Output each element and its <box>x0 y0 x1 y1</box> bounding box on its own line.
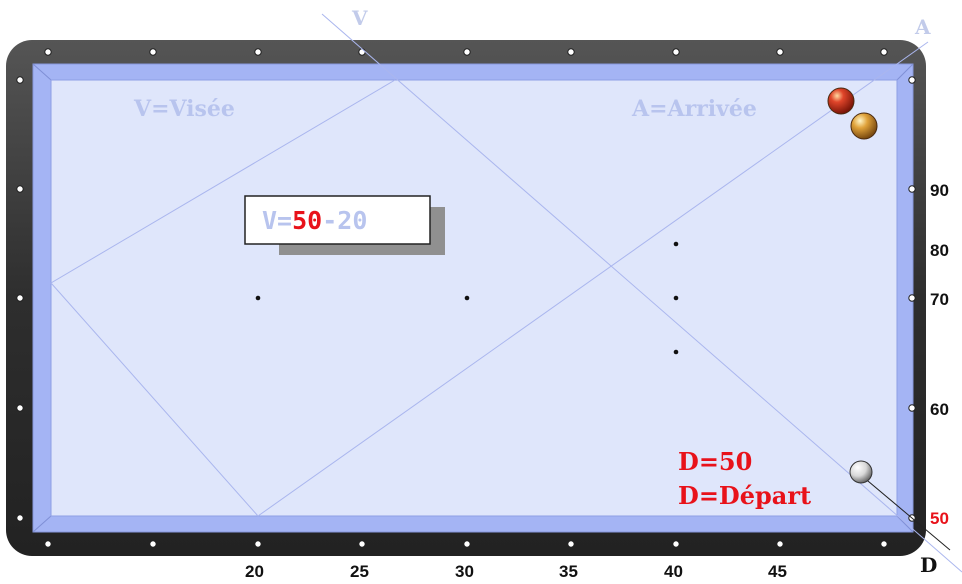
diamond-markers <box>16 48 916 548</box>
formula-prefix: V= <box>262 206 292 235</box>
bottom-number-40: 40 <box>664 562 683 581</box>
bottom-number-30: 30 <box>455 562 474 581</box>
bottom-number-35: 35 <box>559 562 578 581</box>
right-number-50: 50 <box>930 509 949 528</box>
cue-direction-line <box>861 475 951 551</box>
depart-value: D=50 <box>678 447 752 476</box>
formula-text: V=50-20 <box>262 206 367 235</box>
formula-start: 50 <box>292 206 322 235</box>
bottom-number-45: 45 <box>768 562 787 581</box>
aim-legend: V=Visée <box>133 96 235 122</box>
red-ball <box>827 87 855 115</box>
formula-suffix: -20 <box>322 206 367 235</box>
balls <box>827 87 878 484</box>
right-number-90: 90 <box>930 181 949 200</box>
right-number-70: 70 <box>930 290 949 309</box>
table-cloth <box>50 79 898 517</box>
corner-label-d: D <box>920 553 937 577</box>
depart-legend: D=Départ <box>678 481 811 510</box>
cue-ball <box>849 460 873 484</box>
spot-dots <box>255 241 679 355</box>
cushion-path <box>50 79 396 517</box>
arrival-line <box>257 41 929 517</box>
right-number-80: 80 <box>930 241 949 260</box>
bottom-number-20: 20 <box>245 562 264 581</box>
right-number-60: 60 <box>930 400 949 419</box>
bottom-number-25: 25 <box>350 562 369 581</box>
formula-box <box>244 195 431 245</box>
arrival-top-label: A <box>914 15 931 39</box>
yellow-ball <box>850 112 878 140</box>
arrival-legend: A=Arrivée <box>631 96 757 122</box>
aim-top-label: V <box>351 6 368 30</box>
